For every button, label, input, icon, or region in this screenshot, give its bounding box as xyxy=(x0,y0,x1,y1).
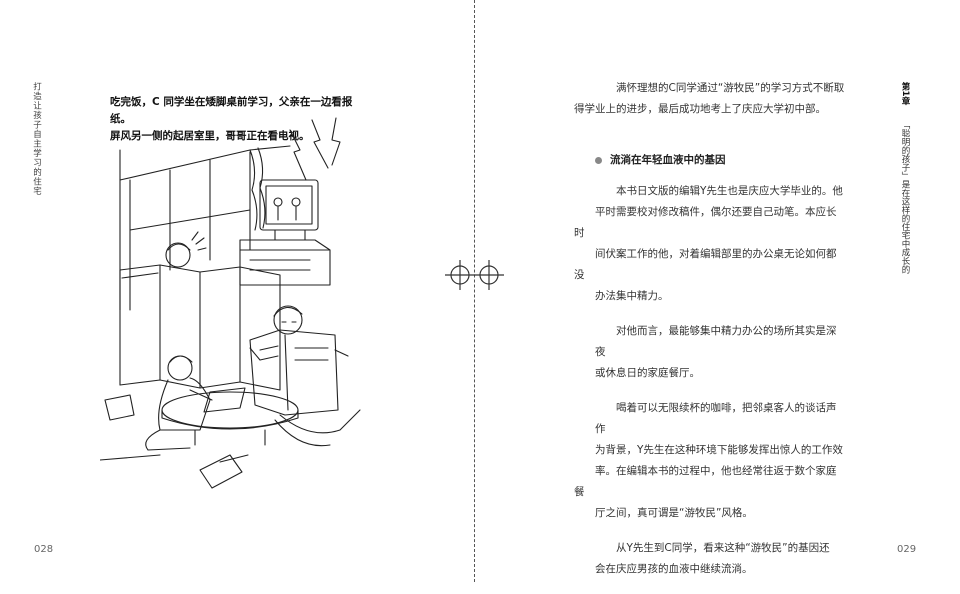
text-line: 或休息日的家庭餐厅。 xyxy=(595,367,700,379)
registration-mark-left xyxy=(445,260,475,290)
text-line: 平时需要校对修改稿件，偶尔还要自己动笔。本应长时 xyxy=(574,206,837,239)
registration-mark-right xyxy=(474,260,504,290)
text-line: 得学业上的进步，最后成功地考上了庆应大学初中部。 xyxy=(574,103,826,115)
text-line: 对他而言，最能够集中精力办公的场所其实是深夜 xyxy=(595,325,837,358)
text-line: 厅之间，真可谓是“游牧民”风格。 xyxy=(595,507,753,519)
caption-line: 屏风另一侧的起居室里，哥哥正在看电视。 xyxy=(110,130,310,142)
left-running-title: 打造让孩子自主学习的住宅 xyxy=(31,82,42,196)
text-line: 率。在编辑本书的过程中，他也经常往返于数个家庭餐 xyxy=(574,465,837,498)
left-page-number: 028 xyxy=(34,544,54,555)
text-line: 满怀理想的C同学通过“游牧民”的学习方式不断取 xyxy=(616,82,845,94)
family-study-illustration xyxy=(100,117,361,489)
text-line: 从Y先生到C同学，看来这种“游牧民”的基因还 xyxy=(616,542,830,554)
caption-line: 吃完饭，C 同学坐在矮脚桌前学习，父亲在一边看报纸。 xyxy=(110,96,353,125)
text-line: 办法集中精力。 xyxy=(595,290,669,302)
right-page-number: 029 xyxy=(897,544,917,555)
section-heading-text: 流淌在年轻血液中的基因 xyxy=(610,154,726,166)
text-line: 会在庆应男孩的血液中继续流淌。 xyxy=(595,563,753,575)
chapter-running-title: 第1章 「聪明的孩子」是在这样的住宅中成长的 xyxy=(900,82,910,274)
text-line: 为背景，Y先生在这种环境下能够发挥出惊人的工作效 xyxy=(595,444,843,456)
paragraph-3: 喝着可以无限续杯的咖啡，把邻桌客人的谈话声作 为背景，Y先生在这种环境下能够发挥… xyxy=(574,398,845,524)
center-fold-line xyxy=(474,0,475,582)
book-spread: 打造让孩子自主学习的住宅 吃完饭，C 同学坐在矮脚桌前学习，父亲在一边看报纸。 … xyxy=(31,0,917,582)
paragraph-1: 本书日文版的编辑Y先生也是庆应大学毕业的。他 平时需要校对修改稿件，偶尔还要自己… xyxy=(574,181,845,307)
text-line: 喝着可以无限续杯的咖啡，把邻桌客人的谈话声作 xyxy=(595,402,837,435)
illustration-caption: 吃完饭，C 同学坐在矮脚桌前学习，父亲在一边看报纸。 屏风另一侧的起居室里，哥哥… xyxy=(110,94,360,145)
section-heading: 流淌在年轻血液中的基因 xyxy=(595,150,845,171)
right-page-body: 满怀理想的C同学通过“游牧民”的学习方式不断取得学业上的进步，最后成功地考上了庆… xyxy=(574,78,845,594)
text-line: 间伏案工作的他，对着编辑部里的办公桌无论如何都没 xyxy=(574,248,837,281)
chapter-number: 第1章 xyxy=(900,82,910,105)
bullet-icon xyxy=(595,156,602,164)
paragraph-2: 对他而言，最能够集中精力办公的场所其实是深夜 或休息日的家庭餐厅。 xyxy=(595,321,845,384)
intro-paragraph: 满怀理想的C同学通过“游牧民”的学习方式不断取得学业上的进步，最后成功地考上了庆… xyxy=(574,78,845,120)
text-line: 本书日文版的编辑Y先生也是庆应大学毕业的。他 xyxy=(616,185,843,197)
chapter-title: 「聪明的孩子」是在这样的住宅中成长的 xyxy=(900,120,910,274)
paragraph-4: 从Y先生到C同学，看来这种“游牧民”的基因还 会在庆应男孩的血液中继续流淌。 xyxy=(595,538,845,580)
